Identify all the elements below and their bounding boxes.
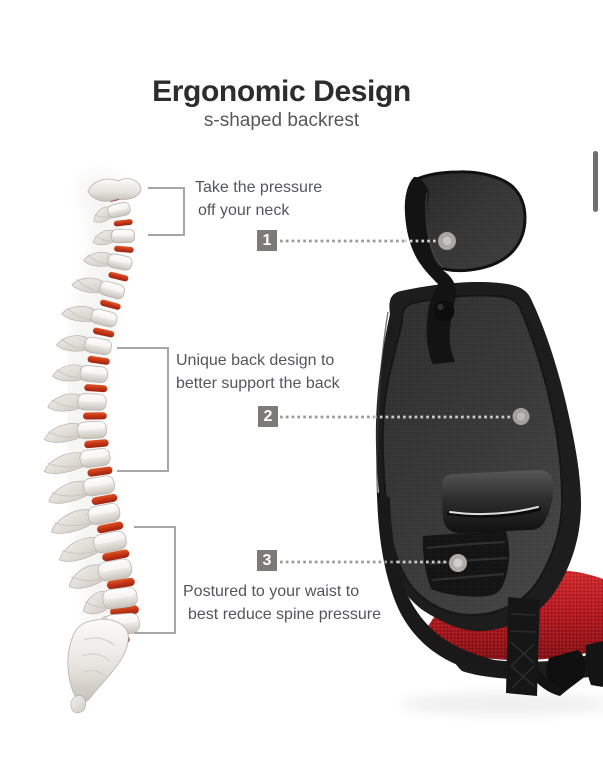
vertebra-body	[102, 586, 138, 610]
intervertebral-disc	[87, 355, 110, 365]
callout-2-line-2: better support the back	[176, 375, 340, 392]
vertebra-body	[107, 202, 131, 219]
vertebra-body	[111, 228, 136, 244]
callout-label-1: Take the pressure off your neck	[195, 176, 322, 222]
intervertebral-disc	[84, 439, 109, 449]
chrome-accent	[449, 506, 539, 516]
spinous-process	[61, 305, 99, 322]
spinous-process	[56, 335, 92, 352]
coccyx	[70, 695, 87, 714]
callout-badge-1: 1	[257, 230, 277, 251]
callout-3-line-2: best reduce spine pressure	[188, 606, 381, 623]
callout-3-line-1: Postured to your waist to	[183, 583, 360, 600]
callout-1-line-2: off your neck	[198, 202, 290, 219]
atlas-vertebra	[87, 178, 142, 202]
page-subtitle: s-shaped backrest	[203, 110, 360, 131]
truss-column	[506, 597, 540, 696]
headrest-knob	[433, 300, 455, 322]
intervertebral-disc	[82, 412, 107, 420]
seat-mechanism	[531, 641, 603, 696]
backrest-mesh	[381, 294, 564, 617]
vertebra-body	[99, 280, 125, 300]
sacrum	[67, 618, 129, 703]
intervertebral-disc	[97, 521, 124, 534]
vertebra-body	[97, 558, 133, 582]
page-title: Ergonomic Design	[152, 75, 411, 108]
intervertebral-disc	[108, 271, 129, 282]
vertebra-body	[90, 308, 118, 328]
spine-illustration	[43, 171, 142, 714]
vertebra-body	[83, 475, 115, 497]
intervertebral-disc	[92, 327, 115, 338]
scrollbar-thumb[interactable]	[593, 151, 599, 212]
vertebra-body	[76, 420, 108, 440]
vertebra-body	[79, 364, 109, 383]
callout-badge-3: 3	[257, 550, 277, 571]
intervertebral-disc	[113, 219, 133, 227]
lumbar-panel	[441, 470, 554, 533]
callout-1-line-1: Take the pressure	[195, 179, 323, 196]
bracket-highlight	[425, 192, 444, 269]
intervertebral-disc	[102, 549, 130, 562]
spinous-process	[92, 229, 117, 246]
intervertebral-disc	[87, 466, 113, 477]
frame-sweep	[377, 492, 531, 679]
spinous-process	[52, 364, 88, 382]
chair-shadow	[400, 694, 603, 714]
bracket-3	[134, 526, 176, 634]
vertebra-body	[84, 336, 112, 356]
callout-2-line-1: Unique back design to	[176, 352, 335, 369]
intervertebral-disc	[106, 577, 135, 590]
intervertebral-disc	[91, 493, 118, 505]
callout-badge-2: 2	[258, 406, 278, 427]
vertebra-body	[93, 530, 127, 554]
intervertebral-disc	[84, 384, 108, 393]
vertebra-body	[77, 393, 107, 411]
callout-target-dots	[438, 232, 530, 572]
callout-label-2: Unique back design to better support the…	[176, 349, 340, 395]
vertebra-body	[79, 448, 111, 468]
bracket-1	[148, 187, 185, 236]
bracket-2	[117, 347, 169, 472]
intervertebral-disc	[114, 245, 134, 253]
callout-label-3: Postured to your waist to best reduce sp…	[183, 580, 381, 626]
intervertebral-disc	[100, 299, 121, 310]
vertebra-body	[107, 253, 133, 271]
chair-illustration	[375, 170, 603, 714]
vertebra-body	[87, 502, 121, 526]
dotted-connectors	[280, 239, 511, 564]
header: Ergonomic Design s-shaped backrest	[0, 76, 563, 133]
